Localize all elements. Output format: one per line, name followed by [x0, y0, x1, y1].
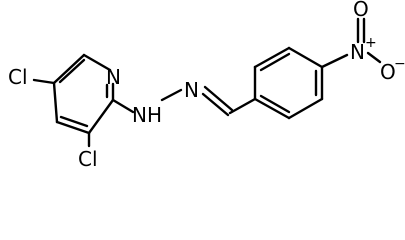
- bond-nh-n: [160, 88, 183, 102]
- bond-c2-nh: [111, 98, 135, 114]
- bond-n-ch: [201, 92, 230, 117]
- bond-c2-c3: [87, 98, 115, 135]
- bond-c5-cl: [32, 78, 56, 85]
- atom-cl-bottom: Cl: [78, 147, 98, 171]
- bond-n-ch-double: [203, 85, 234, 112]
- atom-n-pyridine: N: [106, 65, 121, 89]
- bond-nitro-o-right: [366, 51, 382, 64]
- bonds: [32, 17, 382, 148]
- nitro-plus-charge: +: [365, 35, 377, 51]
- atom-o-top: O: [353, 0, 369, 21]
- oxygen-minus-charge: −: [394, 56, 405, 72]
- bond-c3-c4-inner: [59, 115, 89, 128]
- bond-b6-b1: [253, 97, 291, 120]
- atom-n-nitro: N: [350, 40, 365, 64]
- bond-b2-b3-inner: [259, 52, 291, 72]
- bond-c3-c4: [55, 120, 91, 135]
- bond-ch-ring: [228, 97, 257, 115]
- bond-b3-b4: [287, 46, 324, 69]
- bond-b2-b3: [253, 46, 291, 69]
- bond-c5-c6-inner: [58, 58, 86, 84]
- bond-b5-b6: [287, 97, 324, 120]
- atom-o-right: O: [380, 60, 396, 84]
- bond-c6-n1: [82, 53, 112, 72]
- bond-b4-nitro: [320, 53, 349, 69]
- bond-b6-b1-inner: [259, 94, 291, 114]
- bond-c4-c5: [52, 81, 59, 124]
- atom-labels: Cl Cl N NH N N + O − O: [8, 0, 405, 171]
- atom-n-imine: N: [184, 78, 199, 102]
- atom-nh: NH: [132, 103, 162, 127]
- bond-c5-c6: [52, 53, 86, 85]
- structure-diagram: Cl Cl N NH N N + O − O: [8, 0, 405, 171]
- atom-cl-top: Cl: [8, 65, 28, 89]
